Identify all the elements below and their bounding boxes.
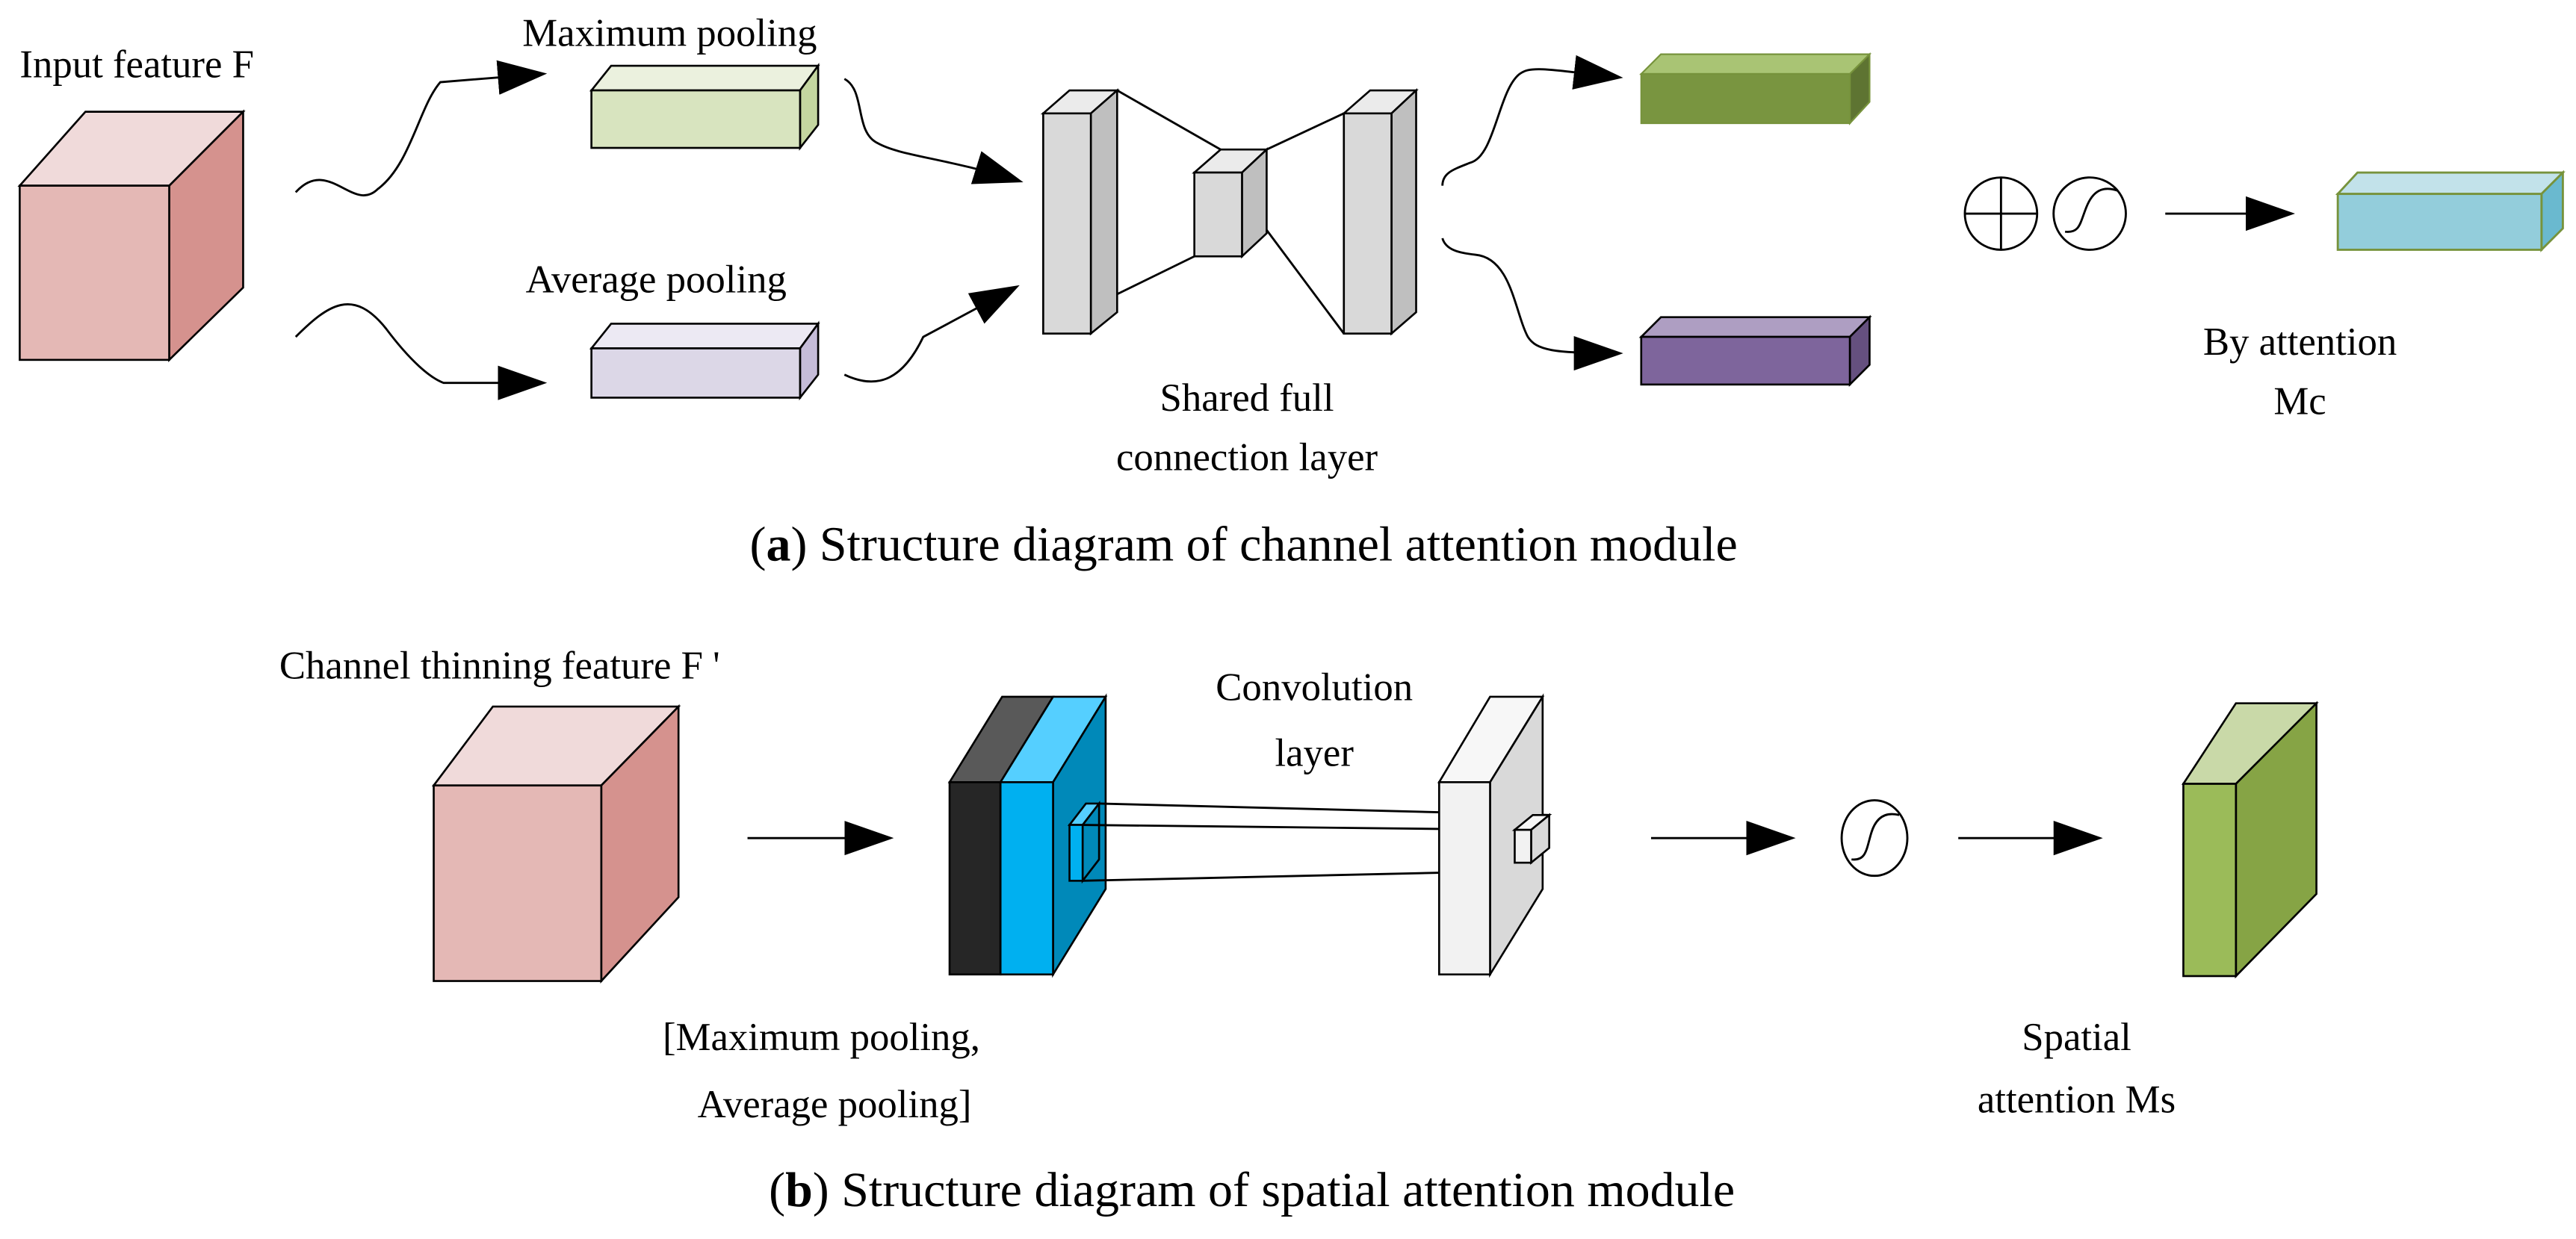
fc-connector bbox=[1266, 112, 1345, 151]
pooled-feature-stack bbox=[947, 693, 1108, 978]
label-pool-line1: [Maximum pooling, bbox=[663, 1016, 980, 1059]
fc-left-side bbox=[1089, 88, 1118, 336]
label-convolution-line2: layer bbox=[1275, 731, 1354, 774]
pool-dark-front bbox=[948, 781, 1002, 976]
mc-front bbox=[2336, 193, 2543, 251]
fc-left-front bbox=[1042, 112, 1092, 335]
arrow-avgpool-to-fc bbox=[843, 285, 1020, 383]
arrow-maxpool-to-fc bbox=[843, 78, 1024, 184]
conv-front bbox=[1437, 781, 1491, 976]
purple-out-top bbox=[1638, 316, 1872, 338]
convolution-output-plate bbox=[1437, 693, 1552, 978]
label-pool-line2: Average pooling] bbox=[698, 1083, 972, 1126]
input-feature-cube bbox=[17, 109, 246, 362]
caption-a-text: Structure diagram of channel attention m… bbox=[820, 517, 1738, 571]
purple-out-front bbox=[1640, 335, 1851, 386]
fc-right-side bbox=[1390, 87, 1417, 336]
label-ms-line2: attention Ms bbox=[1978, 1078, 2176, 1122]
max-pooling-block bbox=[589, 62, 820, 151]
caption-b-letter: b bbox=[785, 1163, 813, 1217]
max-output-block bbox=[1639, 52, 1872, 125]
caption-a-letter: a bbox=[766, 517, 790, 571]
caption-b-text: Structure diagram of spatial attention m… bbox=[841, 1163, 1735, 1217]
label-shared-fc-line2: connection layer bbox=[1116, 435, 1378, 479]
label-max-pooling: Maximum pooling bbox=[522, 12, 817, 55]
max-pool-top bbox=[589, 64, 820, 92]
fc-connector bbox=[1116, 255, 1195, 296]
spatial-attention-ms-block bbox=[2182, 701, 2319, 979]
label-convolution-line1: Convolution bbox=[1216, 665, 1413, 709]
shared-fc-layer bbox=[1040, 87, 1419, 336]
avg-pool-top bbox=[589, 323, 820, 350]
arrow-fc-to-max-output bbox=[1441, 55, 1623, 186]
mc-top bbox=[2335, 171, 2566, 196]
fc-middle-front bbox=[1193, 171, 1243, 258]
label-mc-line1: By attention bbox=[2203, 320, 2397, 364]
avg-pool-front bbox=[590, 347, 802, 399]
label-average-pooling: Average pooling bbox=[526, 258, 787, 302]
average-pooling-block bbox=[589, 320, 820, 401]
label-input-feature: Input feature F bbox=[19, 43, 254, 86]
fc-right-front bbox=[1343, 112, 1393, 335]
fc-connector bbox=[1266, 229, 1345, 335]
label-ms-line1: Spatial bbox=[2022, 1016, 2131, 1059]
conv-kernel-front bbox=[1514, 828, 1532, 864]
green-out-top bbox=[1639, 53, 1872, 75]
panel-b: Channel thinning feature F ' bbox=[279, 645, 2319, 1217]
label-mc-line2: Mc bbox=[2273, 379, 2326, 423]
channel-thinning-cube bbox=[431, 704, 681, 984]
ms-front bbox=[2182, 783, 2238, 978]
label-shared-fc-line1: Shared full bbox=[1160, 376, 1334, 420]
channel-attention-mc-block bbox=[2335, 170, 2566, 252]
sigmoid-icon bbox=[1840, 799, 1909, 878]
max-pool-front bbox=[590, 89, 802, 149]
arrow-input-to-avgpool bbox=[294, 303, 548, 400]
panel-a: Input feature F Maximum pooling Average … bbox=[17, 12, 2566, 571]
cube-b-front bbox=[433, 784, 603, 982]
add-circle-icon bbox=[1963, 176, 2039, 251]
input-cube-front bbox=[19, 184, 170, 361]
pool-blue-front bbox=[999, 781, 1054, 976]
label-channel-thinning: Channel thinning feature F ' bbox=[279, 645, 720, 688]
caption-a: (a) Structure diagram of channel attenti… bbox=[750, 517, 1738, 571]
arrow-fc-to-avg-output bbox=[1441, 237, 1623, 371]
sigmoid-icon bbox=[2052, 176, 2127, 251]
kernel-front bbox=[1068, 824, 1084, 882]
fc-connector bbox=[1116, 89, 1222, 151]
caption-b: (b) Structure diagram of spatial attenti… bbox=[769, 1163, 1735, 1217]
arrow-input-to-maxpool bbox=[294, 60, 548, 196]
avg-output-block bbox=[1638, 314, 1872, 388]
green-out-front bbox=[1640, 72, 1851, 125]
